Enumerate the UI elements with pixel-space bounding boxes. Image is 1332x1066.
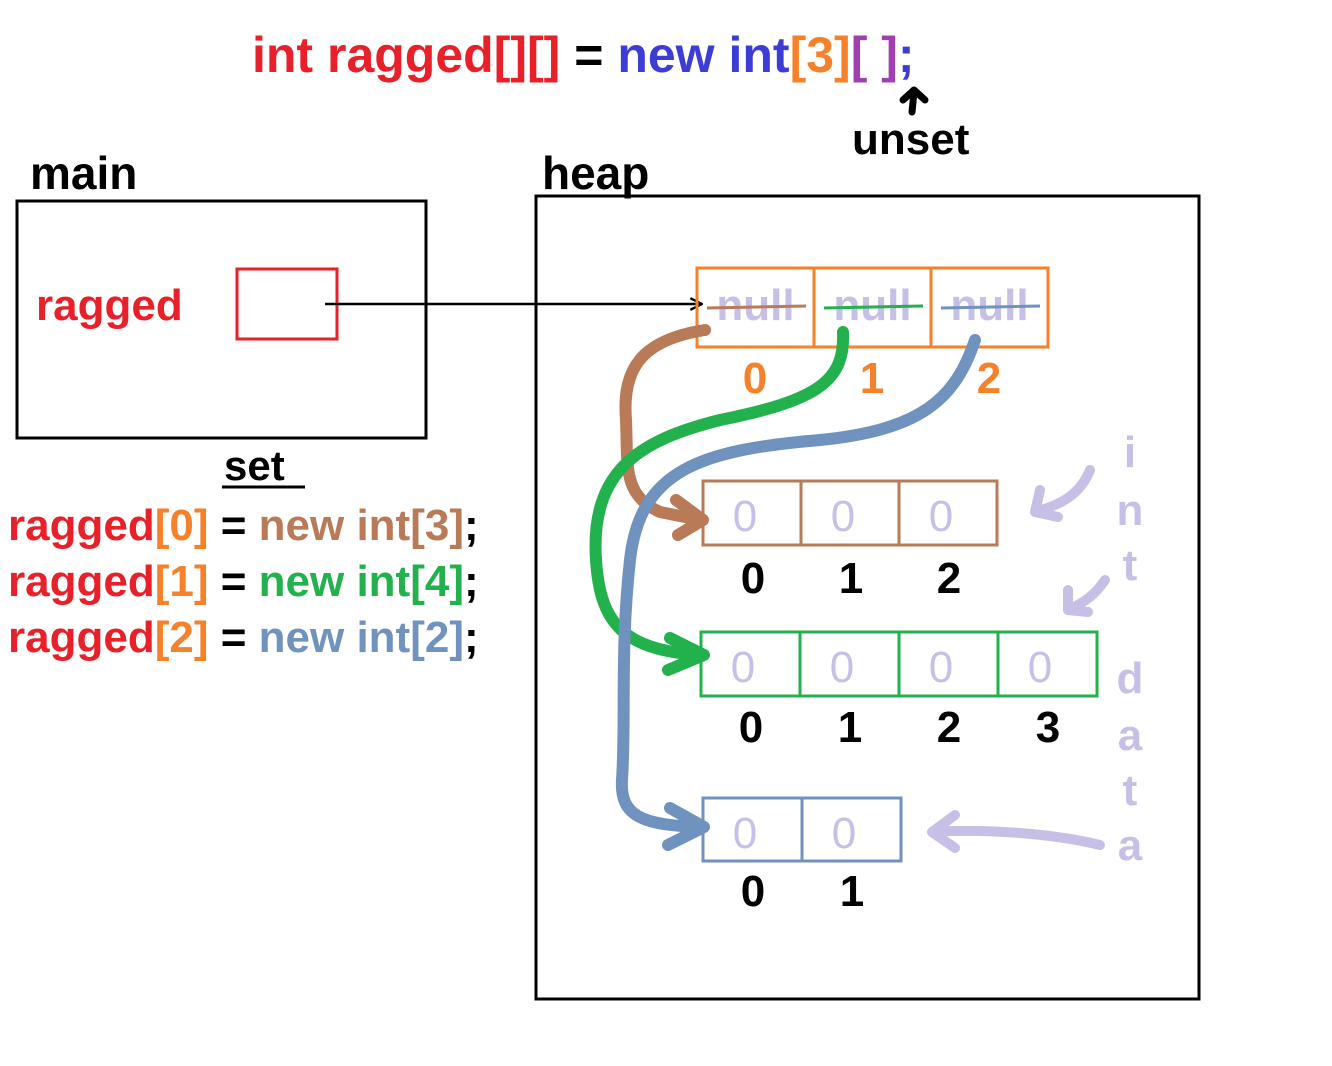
assignment-equals: = <box>221 501 247 550</box>
inner-cell-value: 0 <box>830 643 854 692</box>
outer-cell-box <box>929 266 1050 349</box>
null-strikethrough <box>706 304 807 310</box>
inner-array-1: 0 0 0 0 0 1 2 3 <box>699 630 1099 752</box>
assignment-rhs-new: new int <box>259 613 411 662</box>
inner-index: 1 <box>839 554 863 603</box>
annotation-arrow-bottom <box>927 810 1105 853</box>
pointer-curve-2 <box>615 334 981 833</box>
decl-second-dim: [ ] <box>851 27 898 83</box>
int-letter: t <box>1123 541 1138 590</box>
inner-array-0: 0 0 0 0 1 2 <box>701 479 999 603</box>
unset-pointer-arrow <box>899 86 929 116</box>
null-strikethrough <box>823 304 924 310</box>
heap-label: heap <box>542 147 649 199</box>
assignment-rhs-size: [2] <box>410 613 464 662</box>
inner-index: 1 <box>838 703 862 752</box>
decl-semicolon: ; <box>898 27 915 83</box>
assignment-end: ; <box>464 501 479 550</box>
declaration-line: int ragged[][] = new int[3][ ]; <box>252 27 915 83</box>
main-label: main <box>30 147 137 199</box>
outer-cell: null <box>812 266 933 349</box>
data-letter: t <box>1123 766 1138 815</box>
inner-index: 3 <box>1036 703 1060 752</box>
assignment-lhs-name: ragged <box>8 501 155 550</box>
inner-index: 0 <box>741 554 765 603</box>
assignment-rhs-size: [4] <box>410 557 464 606</box>
inner-cell-value: 0 <box>731 643 755 692</box>
data-letter: a <box>1118 711 1143 760</box>
outer-index: 0 <box>743 354 767 403</box>
inner-cell-value: 0 <box>929 643 953 692</box>
int-letter: i <box>1124 428 1136 477</box>
outer-cell: null <box>929 266 1050 349</box>
inner-cell-value: 0 <box>733 809 757 858</box>
assignment-end: ; <box>464 557 479 606</box>
assignment-lhs-index: [2] <box>155 613 209 662</box>
annotation-arrow-top <box>1030 465 1095 522</box>
pointer-head-1 <box>662 632 710 676</box>
outer-cell: null <box>695 266 816 349</box>
inner-cell-box <box>897 479 999 547</box>
inner-index: 2 <box>937 703 961 752</box>
assignment-equals: = <box>221 557 247 606</box>
assignment-rhs-new: new int <box>259 501 411 550</box>
inner-cell-value: 0 <box>929 492 953 541</box>
inner-cell-value: 0 <box>832 809 856 858</box>
inner-cell-value: 0 <box>733 492 757 541</box>
set-label: set <box>224 442 285 489</box>
int-letter: n <box>1117 486 1144 535</box>
assignment-lhs-name: ragged <box>8 557 155 606</box>
null-strikethrough <box>940 304 1041 310</box>
inner-cell-box <box>800 796 903 863</box>
assignment-rhs-new: new int <box>259 557 411 606</box>
assignment-line: ragged[1] = new int[4]; <box>8 557 479 606</box>
decl-type: int <box>252 27 313 83</box>
data-letter: a <box>1118 821 1143 870</box>
pointer-curve-1 <box>589 326 850 661</box>
assignment-end: ; <box>464 613 479 662</box>
assignment-line: ragged[0] = new int[3]; <box>8 501 479 550</box>
assignment-lhs-name: ragged <box>8 613 155 662</box>
decl-new: new <box>617 27 714 83</box>
decl-name: ragged[][] <box>327 27 560 83</box>
assignment-equals: = <box>221 613 247 662</box>
pointer-curve-0 <box>619 324 711 526</box>
assignment-statements: ragged[0] = new int[3];ragged[1] = new i… <box>8 501 479 662</box>
ragged-reference-cell <box>235 267 339 341</box>
assignment-lhs-index: [0] <box>155 501 209 550</box>
inner-index: 1 <box>840 867 864 916</box>
pointer-head-0 <box>670 494 709 541</box>
inner-cell-value: 0 <box>831 492 855 541</box>
inner-index: 0 <box>739 703 763 752</box>
outer-index: 1 <box>860 354 884 403</box>
pointer-head-2 <box>662 802 710 851</box>
main-stack-frame <box>15 199 428 440</box>
inner-cell-box <box>996 630 1099 698</box>
assignment-rhs-size: [3] <box>410 501 464 550</box>
data-letter: d <box>1117 654 1144 703</box>
inner-array-2: 0 0 0 1 <box>701 796 903 916</box>
heap-frame <box>534 194 1201 1001</box>
outer-index: 2 <box>977 354 1001 403</box>
decl-int: int <box>728 27 789 83</box>
assignment-lhs-index: [1] <box>155 557 209 606</box>
decl-first-dim: [3] <box>790 27 851 83</box>
ragged-variable-label: ragged <box>36 281 183 330</box>
decl-equals: = <box>574 27 603 83</box>
annotation-arrow-middle <box>1063 575 1110 617</box>
inner-cell-value: 0 <box>1028 643 1052 692</box>
inner-arrays: 0 0 0 0 1 2 0 0 0 0 0 1 2 3 0 0 0 1 <box>699 479 1099 916</box>
inner-index: 0 <box>741 867 765 916</box>
assignment-line: ragged[2] = new int[2]; <box>8 613 479 662</box>
unset-label: unset <box>852 115 970 164</box>
inner-index: 2 <box>937 554 961 603</box>
